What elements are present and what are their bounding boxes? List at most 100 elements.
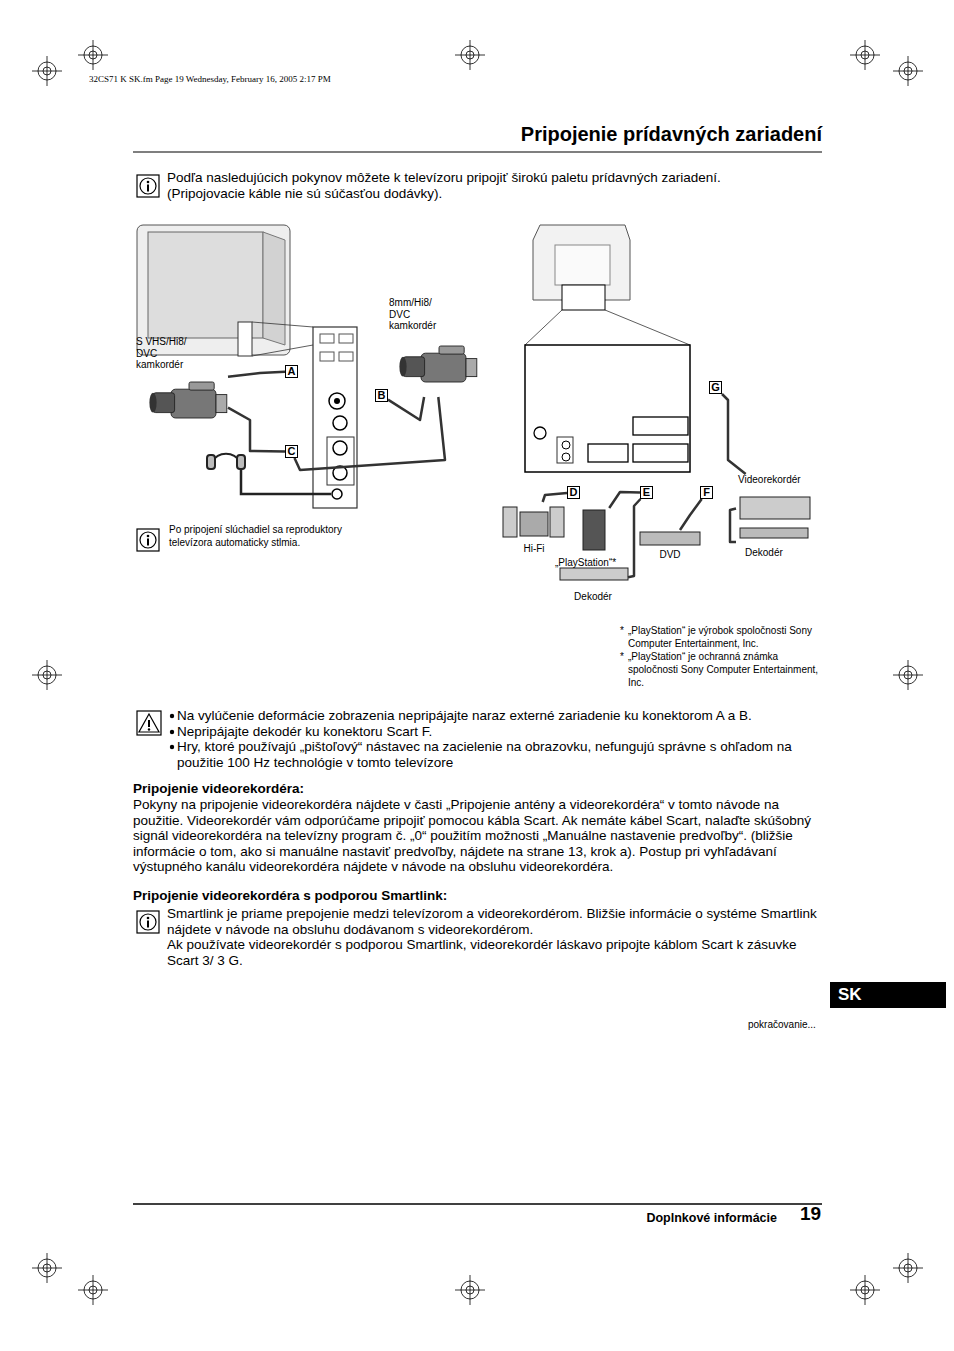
rear-connector-panel <box>633 444 688 462</box>
registration-marks <box>32 1253 62 1283</box>
device-name: S VHS/Hi8/ DVC kamkordér <box>136 336 198 371</box>
rear-connector-panel <box>525 345 690 472</box>
cable-line <box>228 408 285 452</box>
device-label-box: Dekodér <box>558 566 628 602</box>
connector-letter-text: C <box>288 446 296 457</box>
camcorder-drawing <box>399 346 476 382</box>
device-name: 8mm/Hi8/ DVC kamkordér <box>389 297 451 332</box>
rule-lines <box>133 1203 822 1205</box>
headphones-drawing <box>241 469 331 494</box>
connector-letter: F <box>700 486 713 499</box>
footnote-mark: * <box>620 650 624 663</box>
continued-note: pokračovanie... <box>748 1019 816 1031</box>
front-connector-panel <box>329 393 345 409</box>
page-title: Pripojenie prídavných zariadení <box>521 122 822 146</box>
headphones-drawing <box>207 455 215 469</box>
registration-marks <box>78 1275 108 1305</box>
front-connector-panel <box>339 334 353 343</box>
connector-letter: G <box>709 381 722 394</box>
device-name: „PlayStation“* <box>555 557 616 569</box>
connector-letter-text: D <box>570 487 578 498</box>
tv-rear-drawing <box>525 310 562 345</box>
cable-line <box>228 372 285 377</box>
cable-line <box>722 394 746 474</box>
warning-icon <box>139 714 159 732</box>
warning-icon <box>148 728 150 730</box>
registration-marks <box>850 40 880 70</box>
section-heading: Pripojenie videorekordéra: <box>133 781 304 797</box>
bullet-dots <box>170 714 174 718</box>
headphones-drawing <box>207 454 331 494</box>
label-holder: SK <box>838 985 862 1005</box>
connector-letter: E <box>640 486 653 499</box>
front-connector-panel <box>339 352 353 361</box>
label-holder: * <box>620 650 624 663</box>
label-holder: Doplnkové informácie <box>646 1211 777 1225</box>
label-holder: Po pripojení slúchadiel sa reproduktory … <box>169 523 347 549</box>
registration-marks <box>893 1253 923 1283</box>
front-connector-panel <box>334 398 340 404</box>
front-connector-panel <box>320 352 334 361</box>
intro-text: (Pripojovacie káble nie sú súčasťou dodá… <box>167 186 827 202</box>
device-name: Dekodér <box>574 591 612 603</box>
device-label-box: Dekodér <box>736 526 816 558</box>
rear-connector-panel <box>588 444 628 462</box>
tv-front-drawing <box>252 322 313 327</box>
tv-rear-drawing <box>605 310 690 345</box>
device-label-box: 8mm/Hi8/ DVC kamkordér <box>389 297 477 397</box>
cable-line <box>294 397 445 470</box>
connector-letter-text: E <box>643 487 650 498</box>
rear-connector-panel <box>562 441 570 449</box>
device-drawings <box>503 507 517 537</box>
note-icons <box>137 911 159 933</box>
device-drawings <box>640 532 700 545</box>
body-text: Ak používate videorekordér s podporou Sm… <box>167 937 825 968</box>
label-holder: Ak používate videorekordér s podporou Sm… <box>167 937 825 968</box>
registration-marks <box>893 660 923 690</box>
label-holder: Smartlink je priame prepojenie medzi tel… <box>167 906 825 937</box>
registration-marks <box>32 40 923 1305</box>
warning-item: Hry, ktoré používajú „pištoľový“ nástave… <box>177 739 827 770</box>
device-drawings <box>550 507 564 537</box>
bullet-dots <box>170 745 174 749</box>
registration-marks <box>455 40 485 70</box>
title-holder: Pripojenie prídavných zariadení <box>521 122 822 146</box>
footnote-text: „PlayStation“ je ochranná známka spoločn… <box>628 650 820 689</box>
connector-letter-text: F <box>703 487 710 498</box>
front-connector-panel <box>313 327 357 508</box>
label-holder: 19 <box>800 1203 821 1225</box>
file-info: 32CS71 K SK.fm Page 19 Wednesday, Februa… <box>89 74 331 84</box>
registration-marks <box>893 56 923 86</box>
label-holder: „PlayStation“ je ochranná známka spoločn… <box>628 650 820 689</box>
connector-letter-text: G <box>711 382 720 393</box>
connector-letter: D <box>567 486 580 499</box>
device-drawings <box>740 528 808 538</box>
camcorder-drawing <box>149 382 226 418</box>
device-name: Hi-Fi <box>523 543 544 555</box>
tv-rear-drawing <box>555 245 610 285</box>
bullet-dots <box>170 714 174 749</box>
intro-text: Podľa nasledujúcich pokynov môžete k tel… <box>167 170 827 186</box>
section-heading: Pripojenie videorekordéra s podporou Sma… <box>133 888 447 904</box>
warning-item: Na vylúčenie deformácie zobrazenia nepri… <box>177 708 827 724</box>
label-holder: „PlayStation“ je výrobok spoločnosti Son… <box>628 624 820 650</box>
rear-connector-panel <box>562 453 570 461</box>
label-holder: pokračovanie... <box>748 1019 816 1031</box>
language-tab <box>830 982 946 1008</box>
footnote-mark: * <box>620 624 624 637</box>
cable-line <box>680 499 702 530</box>
label-holder: Nepripájajte dekodér ku konektoru Scart … <box>177 724 827 740</box>
body-text: Smartlink je priame prepojenie medzi tel… <box>167 906 825 937</box>
page-number: 19 <box>800 1203 821 1225</box>
body-text: Pokyny na pripojenie videorekordéra nájd… <box>133 797 825 875</box>
rear-connector-panel <box>534 427 546 439</box>
registration-marks <box>32 660 62 690</box>
rear-connector-panel <box>525 345 690 472</box>
label-holder: Podľa nasledujúcich pokynov môžete k tel… <box>167 170 827 186</box>
tv-front-drawing <box>252 345 313 356</box>
note-icons <box>137 529 159 551</box>
tv-front-drawing <box>238 322 252 356</box>
label-holder: Hry, ktoré používajú „pištoľový“ nástave… <box>177 739 827 770</box>
